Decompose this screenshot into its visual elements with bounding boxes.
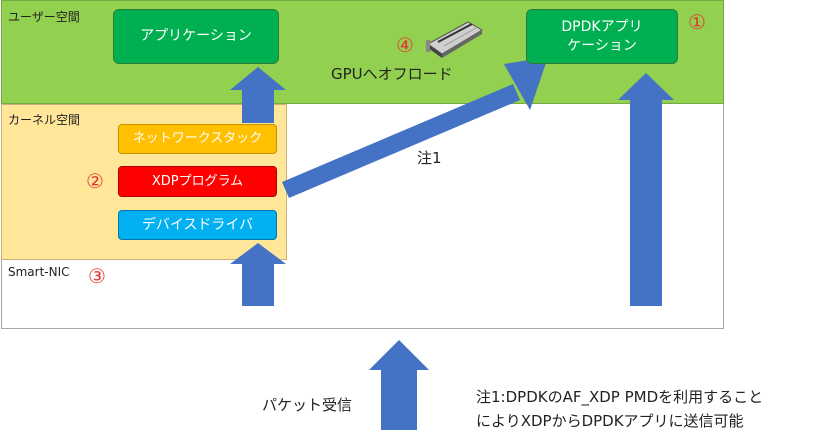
device-driver-box: デバイスドライバ [118, 210, 277, 240]
marker-2: ② [86, 169, 104, 193]
arrow-nic-to-driver [230, 243, 286, 306]
marker-4: ④ [396, 33, 414, 57]
xdp-program-box: XDPプログラム [118, 166, 277, 197]
arrow-nic-to-dpdk [618, 73, 674, 306]
smart-nic-label: Smart-NIC [8, 265, 70, 279]
xdp-program-label: XDPプログラム [151, 173, 244, 189]
kernel-space-label: カーネル空間 [8, 113, 81, 127]
network-stack-box: ネットワークスタック [118, 124, 277, 154]
dpdk-application-label: DPDKアプリ ケーション [561, 18, 643, 54]
arrow-packet-receive [369, 340, 429, 430]
packet-receive-label: パケット受信 [262, 396, 353, 414]
arrow-xdp-to-dpdk [282, 57, 548, 198]
note-line-2: によりXDPからDPDKアプリに送信可能 [476, 412, 744, 430]
application-box: アプリケーション [113, 9, 279, 64]
gpu-offload-label: GPUへオフロード [331, 65, 453, 83]
note-ref-label: 注1 [417, 149, 442, 167]
note-line-1: 注1:DPDKのAF_XDP PMDを利用すること [476, 388, 764, 406]
user-space-label: ユーザー空間 [8, 10, 80, 24]
application-label: アプリケーション [140, 28, 252, 45]
gpu-card-image [426, 21, 483, 58]
marker-3: ③ [88, 264, 106, 288]
arrow-stack-to-app [230, 67, 286, 123]
dpdk-application-box: DPDKアプリ ケーション [526, 9, 678, 64]
marker-1: ① [688, 10, 706, 34]
network-stack-label: ネットワークスタック [132, 131, 263, 147]
device-driver-label: デバイスドライバ [141, 216, 254, 233]
